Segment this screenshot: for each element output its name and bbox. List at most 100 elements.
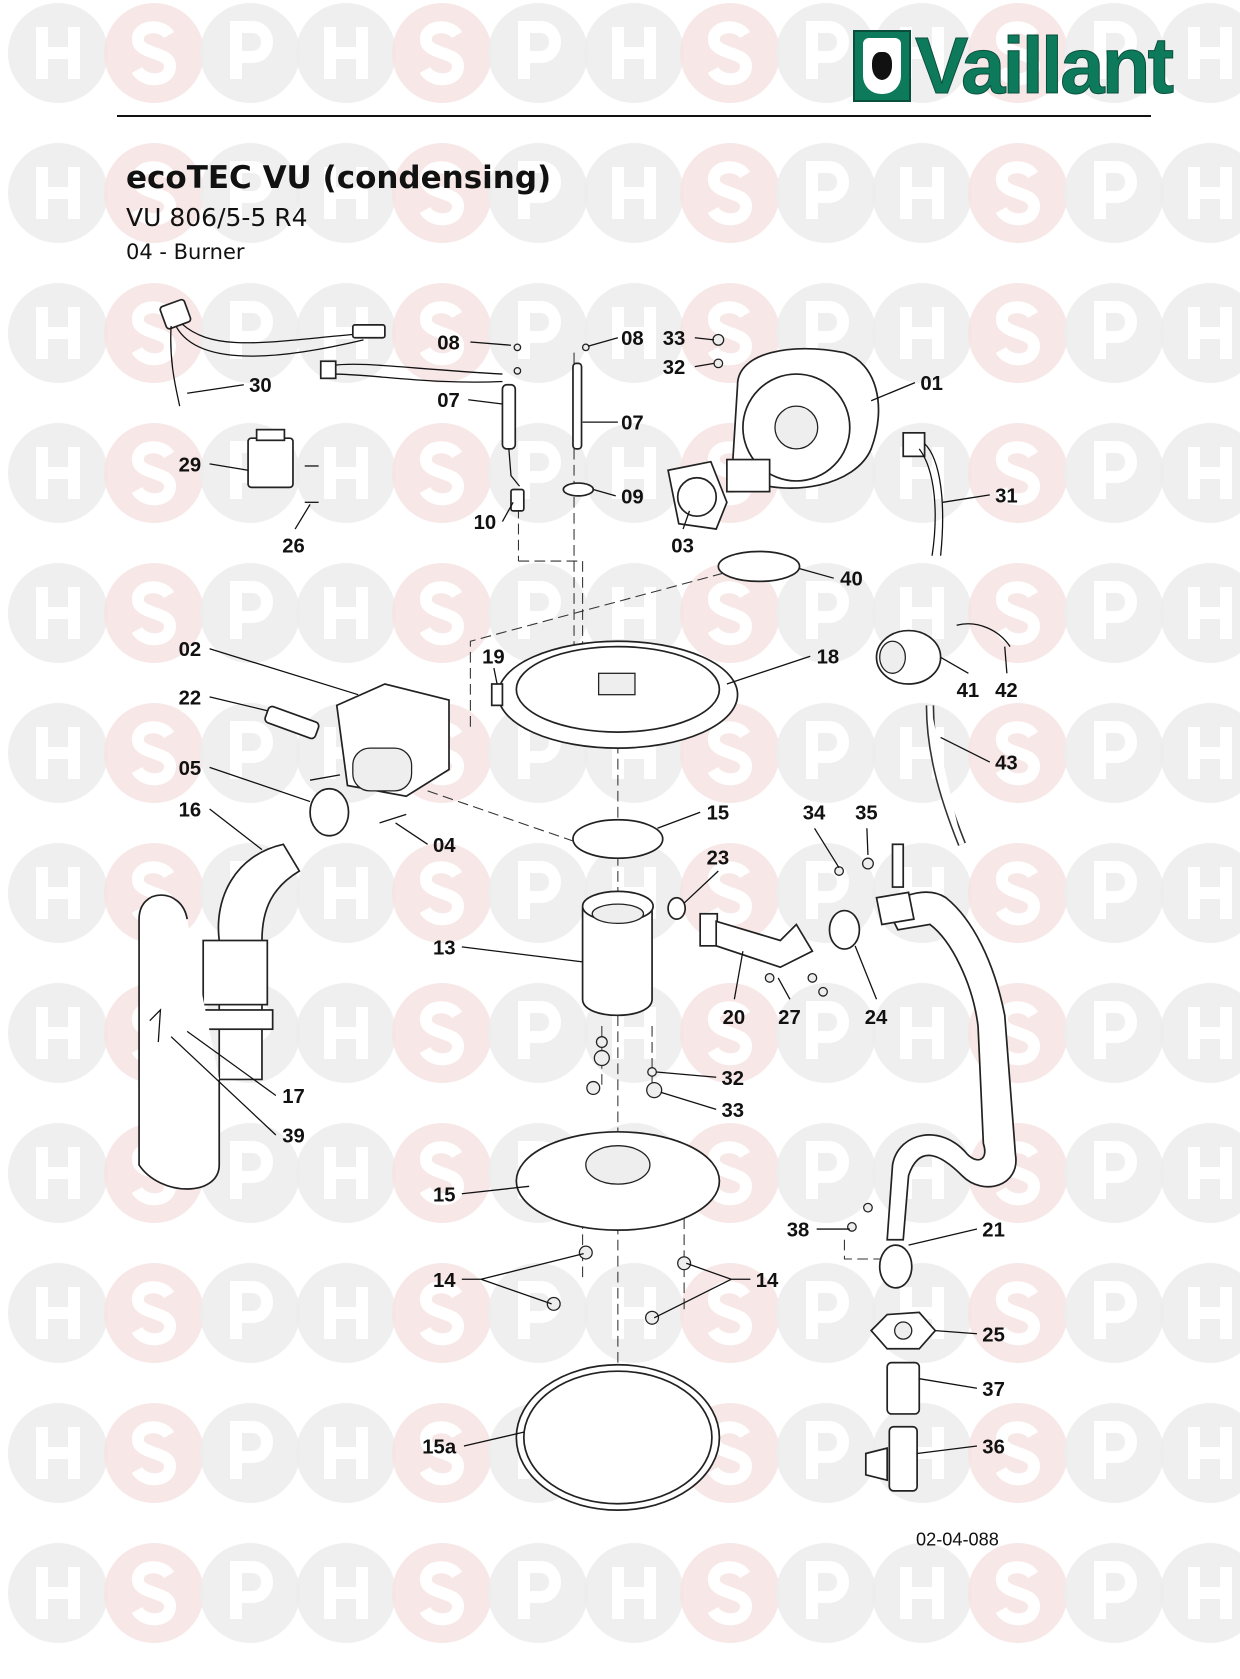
part-label[interactable]: 33	[663, 328, 686, 350]
part-label[interactable]: 21	[982, 1220, 1005, 1242]
part-label[interactable]: 43	[995, 752, 1018, 774]
watermark-mark	[584, 563, 684, 663]
part-label[interactable]: 17	[282, 1086, 305, 1108]
part-label[interactable]: 07	[437, 390, 460, 412]
watermark-mark	[296, 1543, 396, 1643]
part-label[interactable]: 36	[982, 1436, 1005, 1458]
watermark-mark	[680, 143, 780, 243]
part-label[interactable]: 23	[707, 848, 730, 870]
part-label[interactable]: 01	[920, 373, 943, 395]
drawing-reference: 02-04-088	[916, 1529, 999, 1549]
watermark-mark	[392, 1263, 492, 1363]
watermark-mark	[296, 3, 396, 103]
part-label[interactable]: 04	[433, 835, 456, 857]
watermark-mark	[1160, 1543, 1240, 1643]
part-label[interactable]: 34	[803, 803, 826, 825]
watermark-mark	[1064, 1543, 1164, 1643]
watermark-mark	[1064, 1263, 1164, 1363]
gas-pipe-16	[138, 843, 301, 1190]
watermark-mark	[296, 843, 396, 943]
part-label[interactable]: 14	[433, 1270, 456, 1292]
watermark-mark	[296, 983, 396, 1083]
part-label[interactable]: 08	[437, 332, 460, 354]
watermark-mark	[200, 1543, 300, 1643]
sensor-19	[490, 683, 504, 707]
logo-wordmark: Vaillant	[914, 21, 1174, 110]
watermark-mark	[392, 3, 492, 103]
part-label[interactable]: 22	[179, 687, 202, 709]
watermark-mark	[872, 143, 972, 243]
part-label[interactable]: 13	[433, 937, 456, 959]
watermark-mark	[872, 983, 972, 1083]
watermark-mark	[968, 3, 1068, 103]
watermark-mark	[776, 1403, 876, 1503]
watermark-mark	[1064, 843, 1164, 943]
watermark-mark	[488, 143, 588, 243]
wiring-harness-30	[159, 298, 503, 407]
part-label[interactable]: 07	[621, 413, 644, 435]
part-label[interactable]: 39	[282, 1125, 305, 1147]
part-label[interactable]: 25	[982, 1324, 1005, 1346]
watermark-mark	[584, 3, 684, 103]
watermark-mark	[200, 1263, 300, 1363]
part-label[interactable]: 10	[474, 512, 497, 534]
watermark-mark	[8, 1403, 108, 1503]
part-label[interactable]: 14	[756, 1270, 779, 1292]
watermark-mark	[1064, 423, 1164, 523]
watermark-mark	[200, 3, 300, 103]
part-label[interactable]: 15	[433, 1184, 456, 1206]
watermark-mark	[488, 983, 588, 1083]
watermark-mark	[296, 283, 396, 383]
part-label[interactable]: 20	[723, 1007, 746, 1029]
burner-tube-13	[581, 890, 654, 1017]
part-label[interactable]: 31	[995, 485, 1018, 507]
watermark-mark	[1160, 563, 1240, 663]
part-label[interactable]: 37	[982, 1379, 1005, 1401]
watermark-mark	[1160, 983, 1240, 1083]
part-label[interactable]: 30	[249, 375, 272, 397]
watermark-mark	[1064, 1123, 1164, 1223]
part-label[interactable]: 05	[179, 758, 202, 780]
part-label[interactable]: 26	[282, 536, 305, 558]
watermark-mark	[296, 1263, 396, 1363]
hare-logo-icon	[853, 30, 911, 102]
burner-plate-18	[497, 640, 739, 749]
part-label[interactable]: 08	[621, 328, 644, 350]
watermark-mark	[776, 983, 876, 1083]
part-label[interactable]: 35	[855, 803, 878, 825]
watermark-mark	[968, 1543, 1068, 1643]
part-label[interactable]: 02	[179, 639, 202, 661]
part-label[interactable]: 15	[707, 803, 730, 825]
part-label[interactable]: 24	[865, 1007, 888, 1029]
hose-43-inner	[927, 705, 965, 846]
watermark-mark	[8, 283, 108, 383]
watermark-mark	[680, 1263, 780, 1363]
pressure-sensor-41	[875, 623, 1011, 685]
part-label[interactable]: 29	[179, 454, 202, 476]
watermark-mark	[200, 703, 300, 803]
part-label[interactable]: 15a	[422, 1436, 457, 1458]
part-label[interactable]: 16	[179, 800, 202, 822]
part-label[interactable]: 03	[671, 536, 694, 558]
part-label[interactable]: 32	[722, 1068, 745, 1090]
part-label[interactable]: 32	[663, 357, 686, 379]
watermark-mark	[296, 423, 396, 523]
fan-01	[726, 347, 944, 556]
watermark-mark	[1064, 563, 1164, 663]
part-label[interactable]: 40	[840, 569, 863, 591]
watermark-mark	[1160, 843, 1240, 943]
relay-29	[247, 428, 319, 503]
part-label[interactable]: 41	[957, 680, 980, 702]
part-label[interactable]: 42	[995, 680, 1018, 702]
electrode-07-left	[501, 343, 525, 512]
watermark-mark	[392, 283, 492, 383]
part-label[interactable]: 19	[482, 647, 505, 669]
part-label[interactable]: 27	[778, 1007, 801, 1029]
part-label[interactable]: 18	[817, 647, 840, 669]
watermark-mark	[488, 563, 588, 663]
part-label[interactable]: 38	[787, 1220, 810, 1242]
part-label[interactable]: 09	[621, 486, 644, 508]
watermark-mark	[968, 703, 1068, 803]
part-label[interactable]: 33	[722, 1100, 745, 1122]
watermark-mark	[392, 563, 492, 663]
